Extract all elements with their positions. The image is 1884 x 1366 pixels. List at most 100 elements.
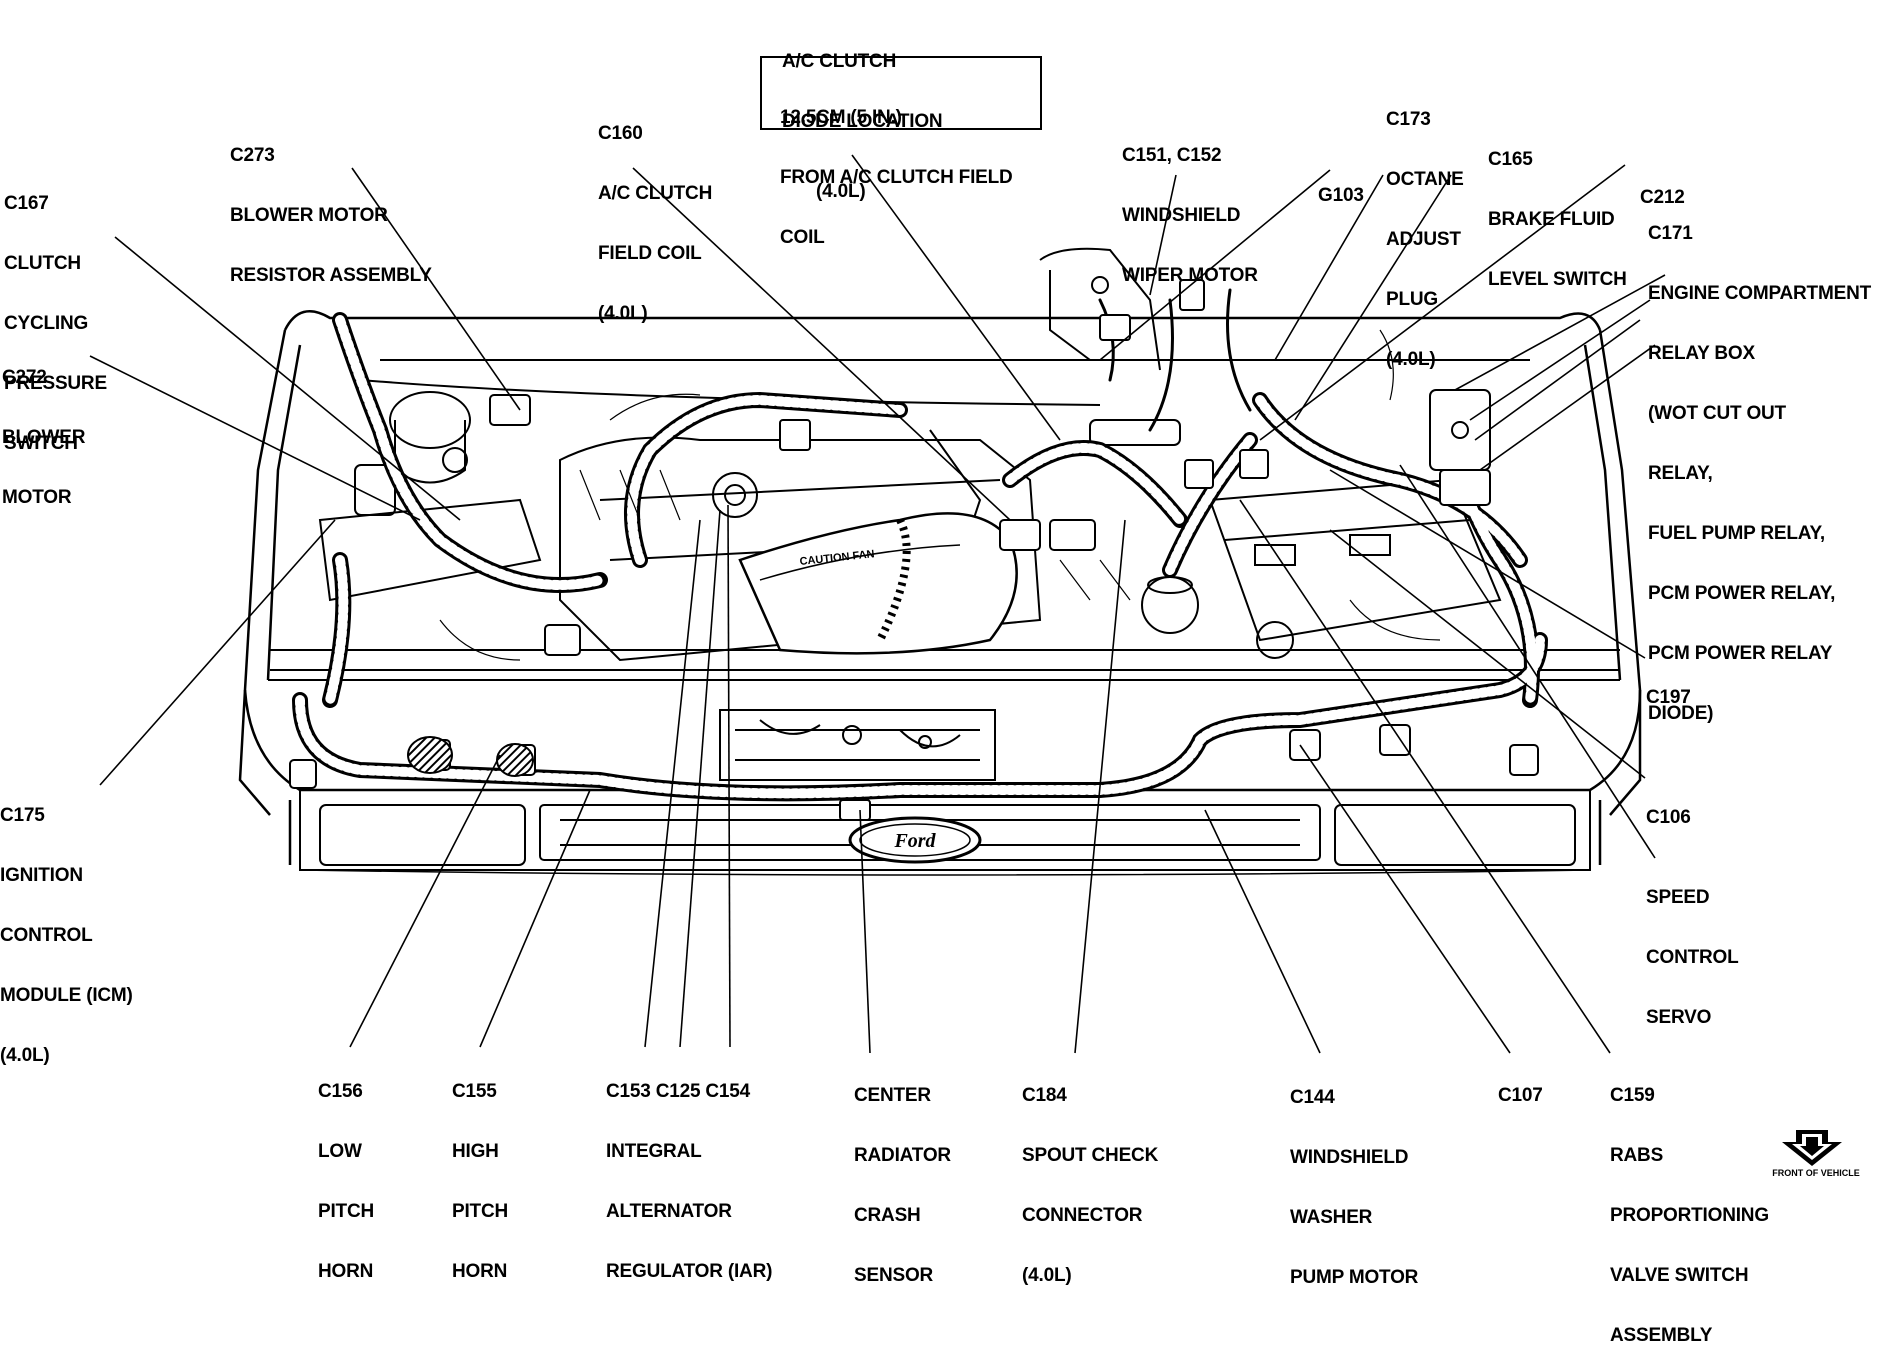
label-line: PLUG bbox=[1386, 289, 1438, 310]
front-of-vehicle-indicator: FRONT OF VEHICLE bbox=[1766, 1128, 1866, 1180]
label-line: C175 bbox=[0, 805, 45, 826]
label-c171: C171 ENGINE COMPARTMENT RELAY BOX (WOT C… bbox=[1648, 184, 1871, 744]
engine-compartment-illustration: Ford C bbox=[89, 154, 1666, 1054]
label-line: C160 bbox=[598, 123, 643, 144]
label-line: C144 bbox=[1290, 1087, 1335, 1108]
ford-emblem: Ford bbox=[848, 816, 982, 864]
label-line: PCM POWER RELAY bbox=[1648, 643, 1833, 664]
label-line: RELAY, bbox=[1648, 463, 1713, 484]
label-line: CONNECTOR bbox=[1022, 1205, 1143, 1226]
label-c159: C159 RABS PROPORTIONING VALVE SWITCH ASS… bbox=[1610, 1046, 1769, 1366]
note-line: 12.5CM (5 IN.) bbox=[780, 107, 902, 128]
label-line: SWITCH bbox=[4, 433, 78, 454]
label-line: G103 bbox=[1318, 185, 1364, 206]
label-line: CLUTCH bbox=[4, 253, 81, 274]
label-line: RESISTOR ASSEMBLY bbox=[230, 265, 432, 286]
label-line: ENGINE COMPARTMENT bbox=[1648, 283, 1871, 304]
label-line: INTEGRAL bbox=[606, 1141, 702, 1162]
label-line: (4.0L) bbox=[1386, 349, 1436, 370]
label-line: SPEED bbox=[1646, 887, 1710, 908]
label-c173: C173 OCTANE ADJUST PLUG (4.0L) bbox=[1386, 70, 1464, 390]
label-line: MOTOR bbox=[2, 487, 72, 508]
label-line: HORN bbox=[452, 1261, 508, 1282]
label-line: C107 bbox=[1498, 1085, 1543, 1106]
label-line: C197 bbox=[1646, 687, 1691, 708]
label-line: HORN bbox=[318, 1261, 374, 1282]
label-c273: C273 BLOWER MOTOR RESISTOR ASSEMBLY bbox=[230, 106, 432, 306]
label-line: CYCLING bbox=[4, 313, 89, 334]
label-line: (4.0L) bbox=[1022, 1265, 1072, 1286]
label-line: PITCH bbox=[318, 1201, 375, 1222]
label-line: C212 bbox=[1640, 187, 1685, 208]
label-line: VALVE SWITCH bbox=[1610, 1265, 1749, 1286]
label-line: ALTERNATOR bbox=[606, 1201, 732, 1222]
label-line: CENTER bbox=[854, 1085, 931, 1106]
label-line: SENSOR bbox=[854, 1265, 934, 1286]
label-line: WIPER MOTOR bbox=[1122, 265, 1258, 286]
label-line: RELAY BOX bbox=[1648, 343, 1755, 364]
label-c160: C160 A/C CLUTCH FIELD COIL (4.0L) bbox=[598, 84, 712, 344]
label-line: CRASH bbox=[854, 1205, 921, 1226]
label-line: ADJUST bbox=[1386, 229, 1461, 250]
label-c151-c152: C151, C152 WINDSHIELD WIPER MOTOR bbox=[1122, 106, 1258, 306]
label-line: SERVO bbox=[1646, 1007, 1712, 1028]
label-line: C273 bbox=[230, 145, 275, 166]
label-line: BLOWER bbox=[2, 427, 86, 448]
label-c106: C106 bbox=[1646, 768, 1691, 848]
label-line: IGNITION bbox=[0, 865, 83, 886]
label-line: PROPORTIONING bbox=[1610, 1205, 1769, 1226]
front-of-vehicle-label: FRONT OF VEHICLE bbox=[1772, 1168, 1860, 1178]
label-line: (WOT CUT OUT bbox=[1648, 403, 1786, 424]
label-line: C165 bbox=[1488, 149, 1533, 170]
diode-location-note: 12.5CM (5 IN.) FROM A/C CLUTCH FIELD COI… bbox=[760, 56, 1042, 248]
label-line: WINDSHIELD bbox=[1290, 1147, 1409, 1168]
label-c197: C197 bbox=[1646, 648, 1691, 728]
label-line: C272 bbox=[2, 367, 47, 388]
label-line: BLOWER MOTOR bbox=[230, 205, 388, 226]
note-line: COIL bbox=[780, 227, 825, 248]
label-c107: C107 bbox=[1498, 1046, 1543, 1126]
label-c212: C212 bbox=[1640, 148, 1685, 228]
label-line: LEVEL SWITCH bbox=[1488, 269, 1627, 290]
label-line: DIODE) bbox=[1648, 703, 1714, 724]
label-center-radiator-crash-sensor: CENTER RADIATOR CRASH SENSOR bbox=[854, 1046, 951, 1306]
label-line: (4.0L) bbox=[598, 303, 648, 324]
note-line: FROM A/C CLUTCH FIELD bbox=[780, 167, 1013, 188]
label-line: SPOUT CHECK bbox=[1022, 1145, 1159, 1166]
label-line: MODULE (ICM) bbox=[0, 985, 133, 1006]
label-line: PUMP MOTOR bbox=[1290, 1267, 1419, 1288]
label-line: WASHER bbox=[1290, 1207, 1373, 1228]
label-line: (4.0L) bbox=[0, 1045, 50, 1066]
label-line: RADIATOR bbox=[854, 1145, 951, 1166]
label-c165: C165 BRAKE FLUID LEVEL SWITCH bbox=[1488, 110, 1627, 310]
label-line: C184 bbox=[1022, 1085, 1067, 1106]
label-c167: C167 CLUTCH CYCLING PRESSURE SWITCH bbox=[4, 154, 107, 474]
label-line: FUEL PUMP RELAY, bbox=[1648, 523, 1825, 544]
label-line: C151, C152 bbox=[1122, 145, 1222, 166]
label-line: RABS bbox=[1610, 1145, 1664, 1166]
label-c175: C175 IGNITION CONTROL MODULE (ICM) (4.0L… bbox=[0, 766, 133, 1086]
label-line: FIELD COIL bbox=[598, 243, 702, 264]
label-c156: C156 LOW PITCH HORN bbox=[318, 1042, 374, 1302]
label-line: C173 bbox=[1386, 109, 1431, 130]
label-line: REGULATOR (IAR) bbox=[606, 1261, 773, 1282]
horns bbox=[407, 736, 534, 777]
label-line: C106 bbox=[1646, 807, 1691, 828]
label-line: C167 bbox=[4, 193, 49, 214]
label-line: A/C CLUTCH bbox=[598, 183, 713, 204]
label-line: PRESSURE bbox=[4, 373, 107, 394]
label-line: OCTANE bbox=[1386, 169, 1464, 190]
label-line: LOW bbox=[318, 1141, 362, 1162]
radiator-support bbox=[270, 649, 1620, 781]
ford-emblem-text: Ford bbox=[893, 830, 936, 852]
label-g103: G103 bbox=[1318, 146, 1364, 226]
label-line: C156 bbox=[318, 1081, 363, 1102]
label-line: ASSEMBLY bbox=[1610, 1325, 1713, 1346]
down-arrow-icon bbox=[1782, 1130, 1842, 1166]
label-line: CONTROL bbox=[1646, 947, 1739, 968]
label-line: PITCH bbox=[452, 1201, 509, 1222]
air-intake-duct: CAUTION FAN bbox=[738, 512, 1018, 655]
label-c184: C184 SPOUT CHECK CONNECTOR (4.0L) bbox=[1022, 1046, 1158, 1306]
label-line: CONTROL bbox=[0, 925, 93, 946]
label-line: BRAKE FLUID bbox=[1488, 209, 1615, 230]
